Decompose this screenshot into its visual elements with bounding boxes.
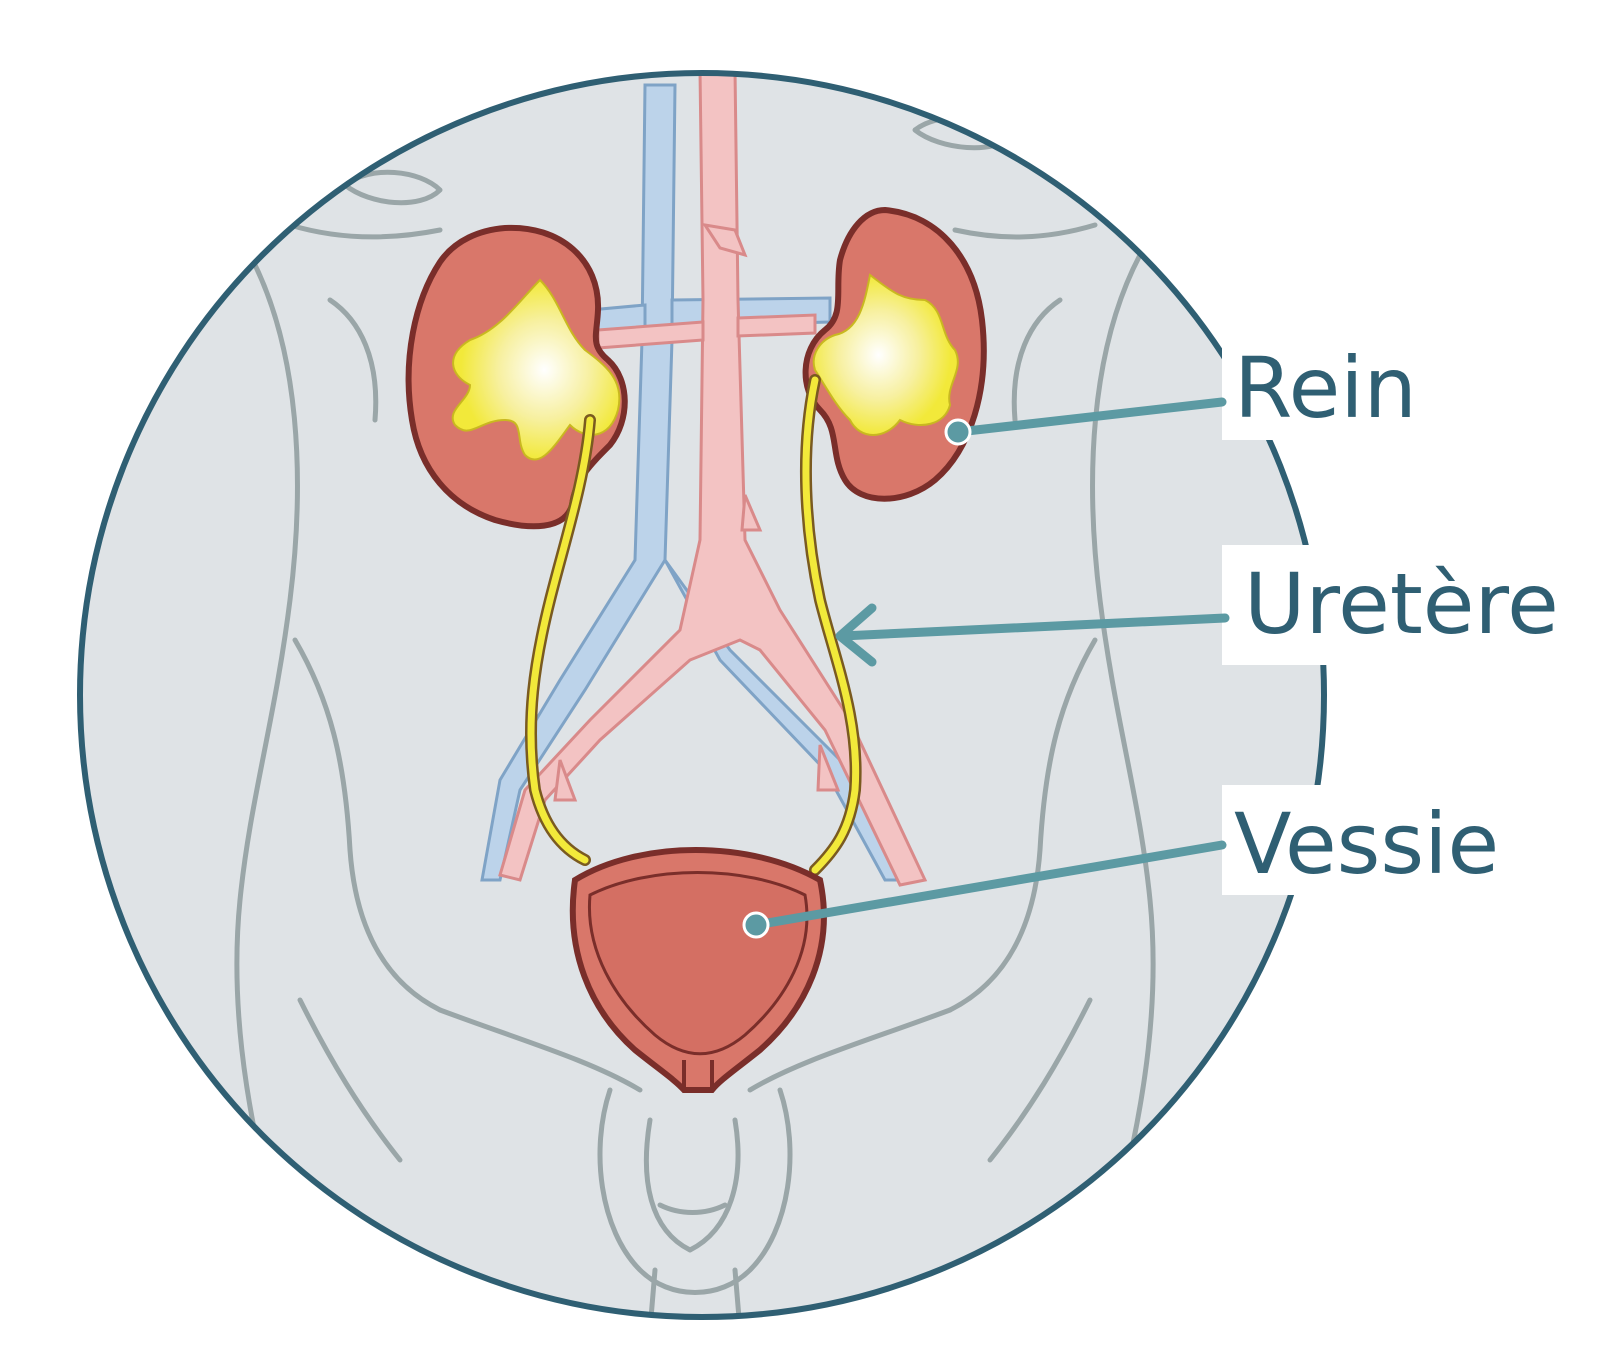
kidney-right <box>802 206 987 502</box>
renal-pelvis-left <box>451 278 621 461</box>
leader-rein <box>944 397 1227 446</box>
label-vessie: Vessie <box>1234 795 1500 893</box>
kidney-left <box>405 224 628 530</box>
aorta <box>498 73 928 887</box>
arrow-left-icon <box>835 603 877 667</box>
diagram-frame <box>77 70 1327 1320</box>
label-uretere: Uretère <box>1244 555 1559 653</box>
bladder <box>569 847 827 1093</box>
leader-uretere <box>835 603 1230 667</box>
circle-dot-icon <box>742 911 770 939</box>
body-outline <box>234 114 1156 1317</box>
leader-vessie <box>742 840 1227 939</box>
circle-dot-icon <box>944 418 972 446</box>
renal-pelvis-right <box>812 273 959 436</box>
label-rein: Rein <box>1234 339 1417 437</box>
ureters <box>524 374 862 876</box>
